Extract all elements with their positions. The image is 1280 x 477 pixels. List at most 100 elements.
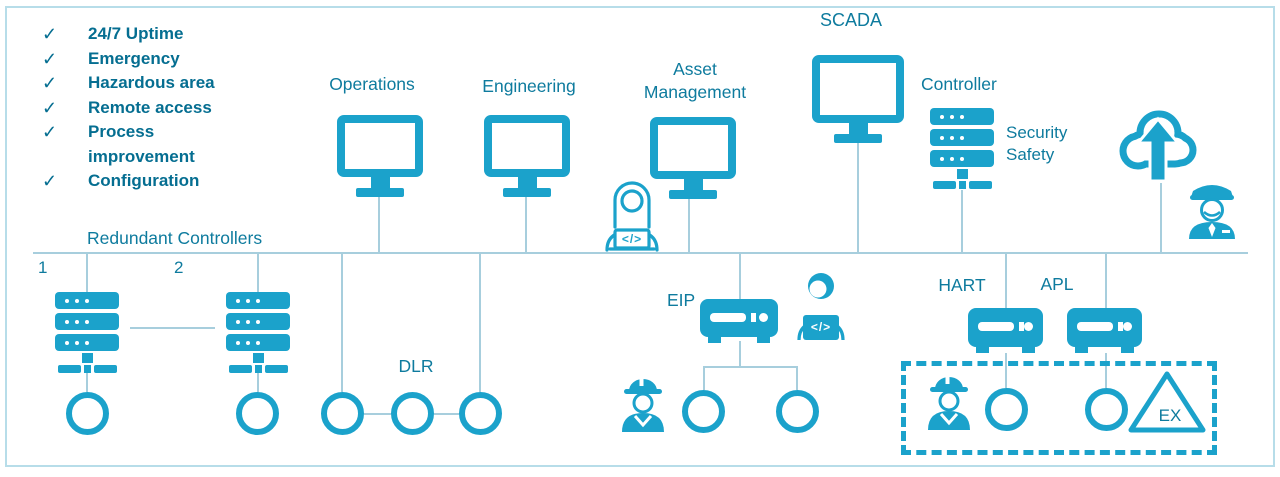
dlr-node-icon <box>321 392 364 435</box>
apl-gateway-icon <box>1067 308 1142 353</box>
monitor-screen <box>337 115 423 177</box>
server-stem <box>252 353 264 363</box>
connector-line <box>479 252 481 392</box>
code-glyph: </> <box>622 232 642 246</box>
connector-line <box>1005 252 1007 308</box>
redundancy-link-line <box>130 327 215 329</box>
checklist-item-label: Emergency <box>88 48 180 68</box>
server-bar <box>930 108 994 125</box>
connector-line <box>739 341 741 366</box>
check-icon: ✓ <box>42 73 58 93</box>
hart-label: HART <box>938 275 986 295</box>
ex-hazard-triangle-icon: EX <box>1128 371 1206 433</box>
hart-gateway-icon <box>968 308 1043 353</box>
apl-label: APL <box>1040 274 1074 294</box>
checklist-item: ✓ Process improvement <box>42 120 252 169</box>
server-bar <box>930 129 994 146</box>
engineering-monitor-icon <box>484 115 570 197</box>
server-base <box>226 365 290 373</box>
monitor-base <box>356 188 404 197</box>
dlr-label: DLR <box>398 356 434 376</box>
monitor-base <box>669 190 717 199</box>
eip-node-icon <box>776 390 819 433</box>
redundant-controller-2-icon <box>226 292 290 373</box>
checklist-item: ✓ Emergency <box>42 47 252 72</box>
network-bus-line <box>33 252 1248 254</box>
check-icon: ✓ <box>42 24 58 44</box>
connector-line <box>703 366 798 368</box>
checklist-item: ✓Hazardous area <box>42 71 252 96</box>
server-bar <box>55 292 119 309</box>
controller-server-icon <box>930 108 994 189</box>
code-glyph: </> <box>811 320 831 334</box>
server-stem <box>956 169 968 179</box>
server-bar <box>226 334 290 351</box>
monitor-neck <box>517 177 537 188</box>
monitor-base <box>503 188 551 197</box>
operations-monitor-icon <box>337 115 423 197</box>
monitor-screen <box>812 55 904 123</box>
controller-1-label: 1 <box>38 258 48 277</box>
developer-laptop-icon: </> <box>605 181 659 252</box>
dlr-node-icon <box>391 392 434 435</box>
diagram-border <box>5 6 1275 467</box>
checklist-item: ✓ 24/7 Uptime <box>42 22 252 47</box>
check-icon: ✓ <box>42 122 58 142</box>
apl-node-icon <box>1085 388 1128 431</box>
eip-node-icon <box>682 390 725 433</box>
engineering-label: Engineering <box>482 76 576 96</box>
field-node-icon <box>66 392 109 435</box>
field-worker-icon <box>622 379 664 432</box>
asset-management-monitor-icon <box>650 117 736 199</box>
field-node-icon <box>236 392 279 435</box>
server-base <box>930 181 994 189</box>
server-bar <box>226 292 290 309</box>
asset-management-label: Asset Management <box>643 59 747 102</box>
hart-node-icon <box>985 388 1028 431</box>
connector-line <box>525 197 527 252</box>
dlr-node-icon <box>459 392 502 435</box>
server-base <box>55 365 119 373</box>
connector-line <box>86 252 88 292</box>
hazardous-area-zone <box>901 361 1217 455</box>
monitor-base <box>834 134 882 143</box>
server-bar <box>226 313 290 330</box>
check-icon: ✓ <box>42 171 58 191</box>
server-stem <box>81 353 93 363</box>
redundant-controller-1-icon <box>55 292 119 373</box>
operations-label: Operations <box>329 74 415 94</box>
connector-line <box>1160 183 1162 252</box>
connector-line <box>857 141 859 252</box>
connector-line <box>796 366 798 390</box>
monitor-neck <box>370 177 390 188</box>
check-icon: ✓ <box>42 48 58 69</box>
cloud-upload-icon <box>1119 110 1197 183</box>
developer-laptop-icon: </> <box>797 273 845 341</box>
monitor-screen <box>650 117 736 179</box>
connector-line <box>1105 252 1107 308</box>
eip-label: EIP <box>667 290 696 310</box>
connector-line <box>86 373 88 392</box>
server-bar <box>930 150 994 167</box>
security-officer-icon <box>1189 185 1235 239</box>
ring-link-line <box>434 413 459 415</box>
controller-2-label: 2 <box>174 258 184 277</box>
connector-line <box>961 190 963 252</box>
checklist-item: ✓ Remote access <box>42 96 252 121</box>
redundant-controllers-label: Redundant Controllers <box>87 228 263 248</box>
connector-line <box>688 199 690 252</box>
connector-line <box>341 252 343 392</box>
checklist-item-label: Process improvement <box>88 122 195 166</box>
server-bar <box>55 313 119 330</box>
checklist-item-label: 24/7 Uptime <box>88 24 184 43</box>
server-bar <box>55 334 119 351</box>
checklist-item-label: Configuration <box>88 171 200 190</box>
connector-line <box>739 252 741 299</box>
checklist-item-label: Remote access <box>88 97 212 117</box>
controller-label: Controller <box>921 74 997 94</box>
monitor-neck <box>683 179 703 190</box>
scada-label: SCADA <box>820 10 883 30</box>
check-icon: ✓ <box>42 97 58 118</box>
connector-line <box>378 197 380 252</box>
